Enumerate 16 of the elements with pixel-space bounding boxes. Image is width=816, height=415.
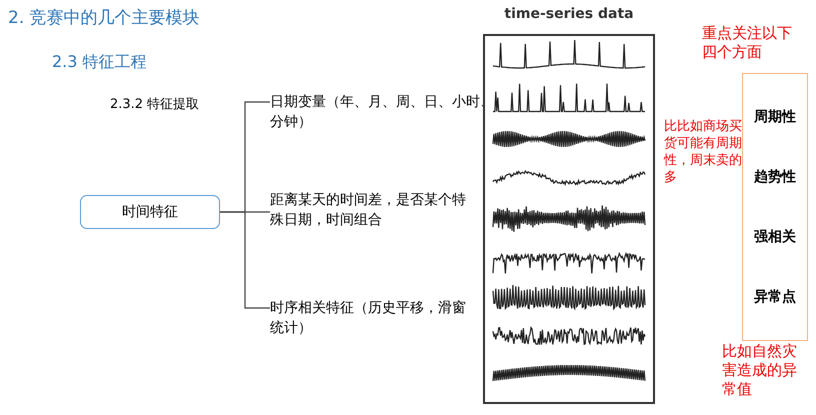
feature-box: 时间特征: [80, 195, 220, 229]
note-text: 比比如商场买货可能有周期性，周末卖的多: [664, 118, 742, 186]
aspect-text: 趋势性: [753, 168, 797, 186]
aspect-text: 周期性: [753, 108, 797, 126]
aspect-panel: [742, 73, 808, 341]
chart-title: time-series data: [503, 6, 635, 22]
section-heading: 2.3 特征工程: [52, 52, 147, 73]
note-text: 比如自然灾害造成的异常值: [722, 342, 798, 399]
bracket-line: [220, 211, 270, 309]
slide-title: 2. 竞赛中的几个主要模块: [8, 7, 200, 29]
note-text: 重点关注以下四个方面: [702, 24, 793, 62]
aspect-text: 异常点: [753, 288, 797, 306]
feature-text: 时序相关特征（历史平移，滑窗统计）: [270, 298, 470, 340]
aspect-text: 强相关: [753, 228, 797, 246]
subsection-heading: 2.3.2 特征提取: [110, 96, 200, 113]
feature-text: 距离某天的时间差，是否某个特殊日期，时间组合: [270, 190, 470, 232]
